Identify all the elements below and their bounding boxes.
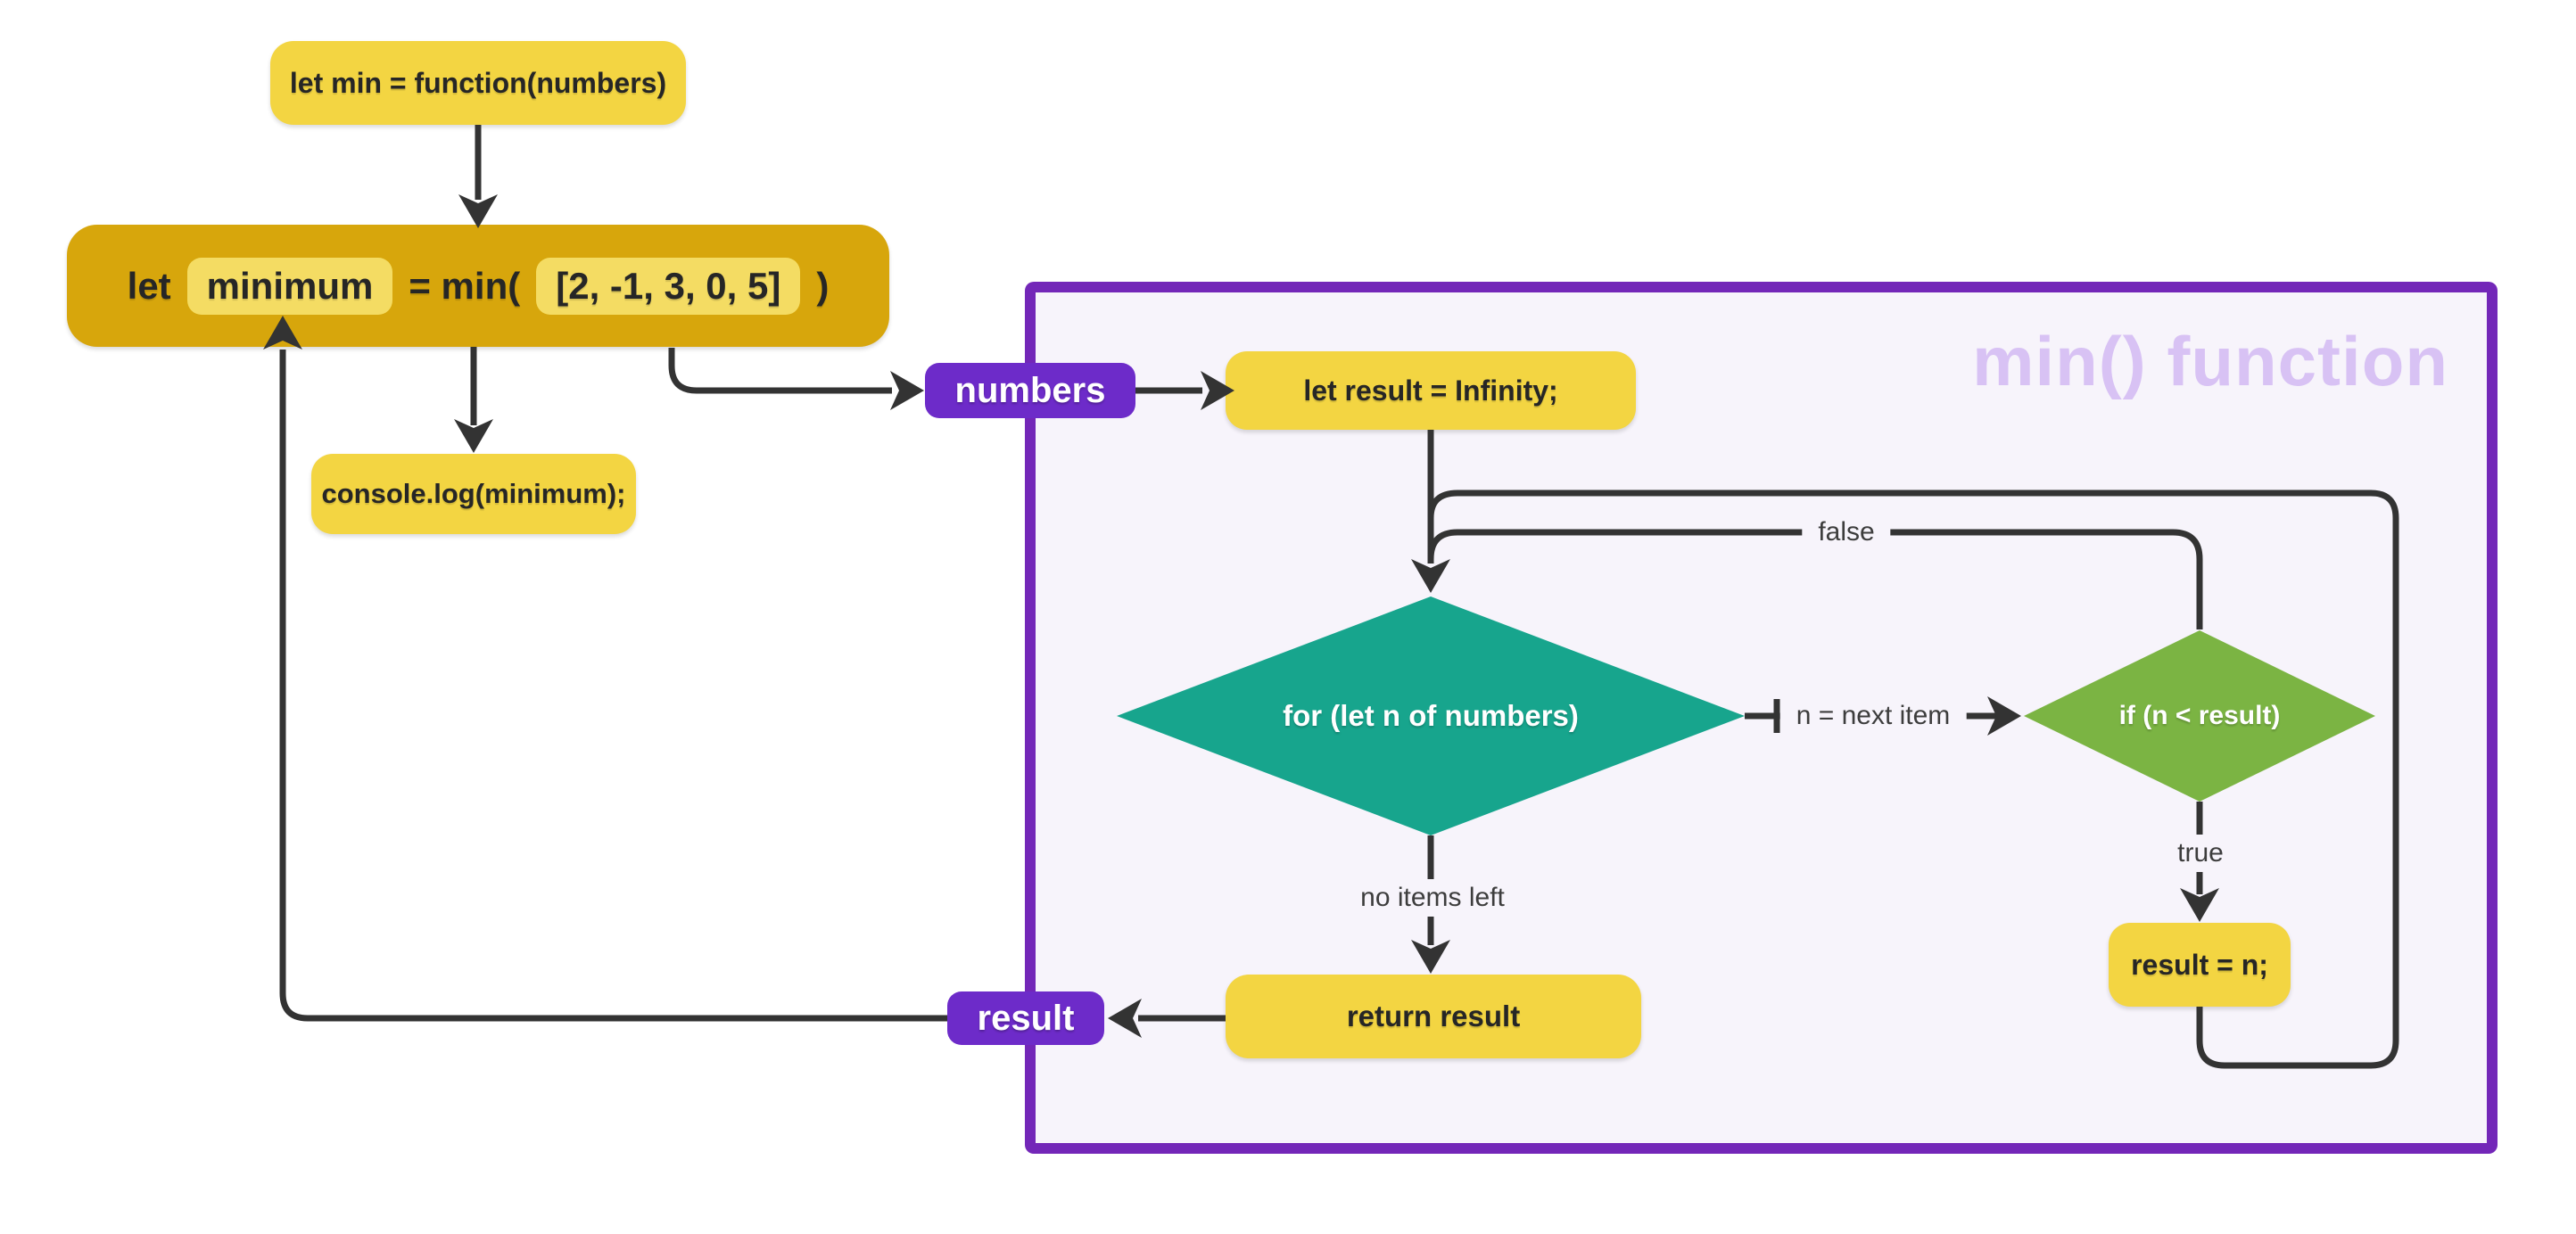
call-variable-pill: minimum xyxy=(186,257,393,315)
call-prefix: let xyxy=(127,264,171,307)
edge-argument-to-numbers xyxy=(668,348,892,394)
node-console-log: console.log(minimum); xyxy=(311,454,636,534)
call-middle: = min( xyxy=(409,264,521,307)
edge-label-false: false xyxy=(1802,514,1891,551)
node-call-min: let minimum = min( [2, -1, 3, 0, 5] ) xyxy=(67,225,889,347)
call-suffix: ) xyxy=(816,264,830,307)
arrowhead-down-log xyxy=(454,419,493,453)
arrowhead-right-numbers xyxy=(890,371,924,410)
numbers-badge: numbers xyxy=(925,363,1135,418)
min-function-title: min() function xyxy=(1972,322,2448,400)
result-badge: result xyxy=(947,991,1104,1045)
arrowhead-down-call xyxy=(458,194,498,228)
node-return-result: return result xyxy=(1226,975,1641,1058)
node-declare-function: let min = function(numbers) xyxy=(270,41,686,125)
edge-label-no-items: no items left xyxy=(1344,879,1521,917)
node-init-result: let result = Infinity; xyxy=(1226,351,1636,430)
edge-label-true: true xyxy=(2161,835,2240,872)
node-assign-result: result = n; xyxy=(2109,923,2291,1007)
edge-label-next-item: n = next item xyxy=(1779,697,1967,735)
edge-result-to-minimum xyxy=(279,350,947,1022)
call-argument-pill: [2, -1, 3, 0, 5] xyxy=(536,257,801,315)
